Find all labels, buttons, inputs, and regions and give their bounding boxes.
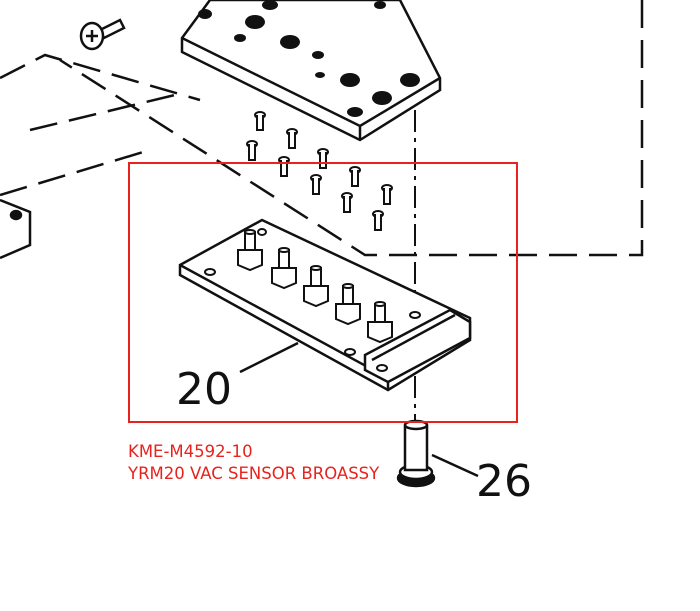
left-bracket — [0, 198, 32, 260]
screw-icon — [79, 18, 126, 51]
pin-part — [396, 419, 436, 488]
part-number-label: KME-M4592-10 — [128, 442, 253, 461]
callout-20: 20 — [176, 364, 232, 415]
upper-plate — [180, 0, 442, 142]
part-description-label: YRM20 VAC SENSOR BROASSY — [128, 464, 380, 483]
highlight-box — [128, 162, 518, 423]
dashed-line-left-upper — [0, 53, 201, 102]
dashed-line-right-vertical — [59, 0, 644, 257]
leader-line-26 — [431, 453, 479, 478]
dashed-line-center — [0, 148, 151, 197]
board-holes — [204, 228, 421, 372]
connector — [363, 308, 472, 384]
vacuum-sensors — [237, 229, 393, 344]
leader-line-20 — [239, 341, 299, 374]
plate-holes — [198, 0, 420, 117]
dashed-line-left-diagonal — [29, 93, 176, 132]
callout-26: 26 — [476, 456, 532, 507]
